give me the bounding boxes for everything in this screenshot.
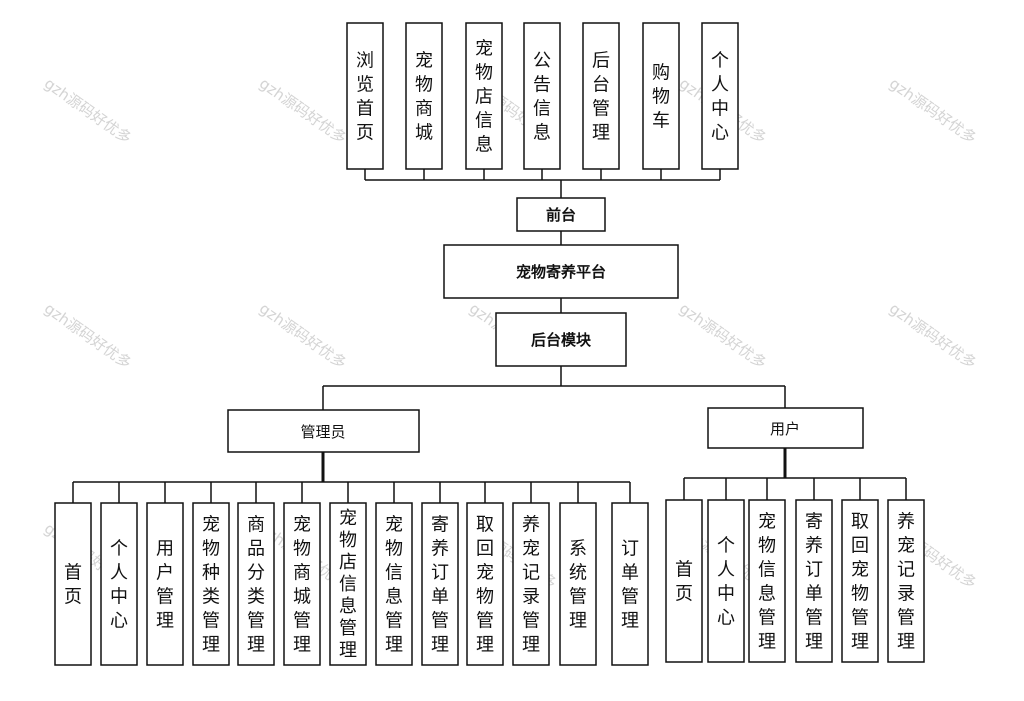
user-item-label: 宠物信息管理 <box>758 512 776 653</box>
frontend-item-label: 购物车 <box>652 63 670 132</box>
frontend-item: 个人中心 <box>701 22 739 170</box>
admin-item-label: 首页 <box>64 563 82 608</box>
user-item-label: 寄养订单管理 <box>805 512 823 653</box>
user-item: 个人中心 <box>707 499 745 663</box>
watermark-text: gzh源码好优多 <box>41 299 135 372</box>
user-label: 用户 <box>770 420 800 438</box>
admin-item-label: 宠物店信息管理 <box>339 508 357 661</box>
user-item-label: 首页 <box>675 560 693 605</box>
frontend-item-label: 后台管理 <box>592 51 610 144</box>
frontend-label: 前台 <box>546 206 576 224</box>
admin-item: 系统管理 <box>559 502 597 666</box>
admin-item-label: 宠物商城管理 <box>293 515 311 656</box>
admin-item: 个人中心 <box>100 502 138 666</box>
admin-items: 首页 个人中心 用户管理 宠物种类管理 商品分类管理 宠物商城管理 宠物店信息管理 宠物信息管… <box>54 502 649 666</box>
frontend-item-label: 浏览首页 <box>356 51 374 144</box>
frontend-item: 公告信息 <box>523 22 561 170</box>
frontend-item-label: 宠物店信息 <box>475 39 493 156</box>
admin-item: 宠物信息管理 <box>375 502 413 666</box>
user-item: 寄养订单管理 <box>795 499 833 663</box>
watermark-text: gzh源码好优多 <box>886 74 980 147</box>
user-item: 宠物信息管理 <box>748 499 786 663</box>
frontend-items: 浏览首页 宠物商城 宠物店信息 公告信息 后台管理 购物车 个人中心 <box>346 22 739 170</box>
watermark-text: gzh源码好优多 <box>256 299 350 372</box>
admin-item: 宠物种类管理 <box>192 502 230 666</box>
user-items: 首页 个人中心 宠物信息管理 寄养订单管理 取回宠物管理 养宠记录管理 <box>665 499 925 663</box>
backend-node: 后台模块 <box>495 312 627 367</box>
admin-item: 寄养订单管理 <box>421 502 459 666</box>
watermark-text: gzh源码好优多 <box>256 74 350 147</box>
admin-item-label: 取回宠物管理 <box>476 515 494 656</box>
user-item-label: 个人中心 <box>717 536 735 629</box>
frontend-item: 宠物商城 <box>405 22 443 170</box>
admin-node: 管理员 <box>227 409 420 453</box>
admin-item-label: 系统管理 <box>569 539 587 632</box>
backend-label: 后台模块 <box>531 331 592 349</box>
frontend-item-label: 个人中心 <box>711 51 729 144</box>
admin-item-label: 用户管理 <box>156 539 174 632</box>
admin-item-label: 个人中心 <box>110 539 128 632</box>
watermark-text: gzh源码好优多 <box>41 74 135 147</box>
frontend-item-label: 公告信息 <box>533 51 551 144</box>
admin-item-label: 养宠记录管理 <box>522 515 540 656</box>
frontend-item: 浏览首页 <box>346 22 384 170</box>
user-item: 首页 <box>665 499 703 663</box>
admin-item-label: 宠物信息管理 <box>385 515 403 656</box>
frontend-item: 购物车 <box>642 22 680 170</box>
user-item: 取回宠物管理 <box>841 499 879 663</box>
platform-label: 宠物寄养平台 <box>516 263 606 281</box>
frontend-node: 前台 <box>516 197 606 232</box>
user-item-label: 取回宠物管理 <box>851 512 869 653</box>
admin-item-label: 订单管理 <box>621 539 639 632</box>
platform-node: 宠物寄养平台 <box>443 244 679 299</box>
frontend-item: 后台管理 <box>582 22 620 170</box>
admin-item: 养宠记录管理 <box>512 502 550 666</box>
admin-item-label: 商品分类管理 <box>247 515 265 656</box>
admin-item: 商品分类管理 <box>237 502 275 666</box>
admin-item: 取回宠物管理 <box>466 502 504 666</box>
user-node: 用户 <box>707 407 864 449</box>
user-item: 养宠记录管理 <box>887 499 925 663</box>
admin-item: 宠物商城管理 <box>283 502 321 666</box>
admin-item: 用户管理 <box>146 502 184 666</box>
frontend-item-label: 宠物商城 <box>415 51 433 144</box>
admin-item-label: 宠物种类管理 <box>202 515 220 656</box>
connector-lines <box>72 169 907 503</box>
admin-label: 管理员 <box>300 423 345 441</box>
admin-item-label: 寄养订单管理 <box>431 515 449 656</box>
user-item-label: 养宠记录管理 <box>897 512 915 653</box>
watermark-text: gzh源码好优多 <box>676 299 770 372</box>
admin-item: 宠物店信息管理 <box>329 502 367 666</box>
admin-item: 订单管理 <box>611 502 649 666</box>
frontend-item: 宠物店信息 <box>465 22 503 170</box>
admin-item: 首页 <box>54 502 92 666</box>
watermark-text: gzh源码好优多 <box>886 299 980 372</box>
